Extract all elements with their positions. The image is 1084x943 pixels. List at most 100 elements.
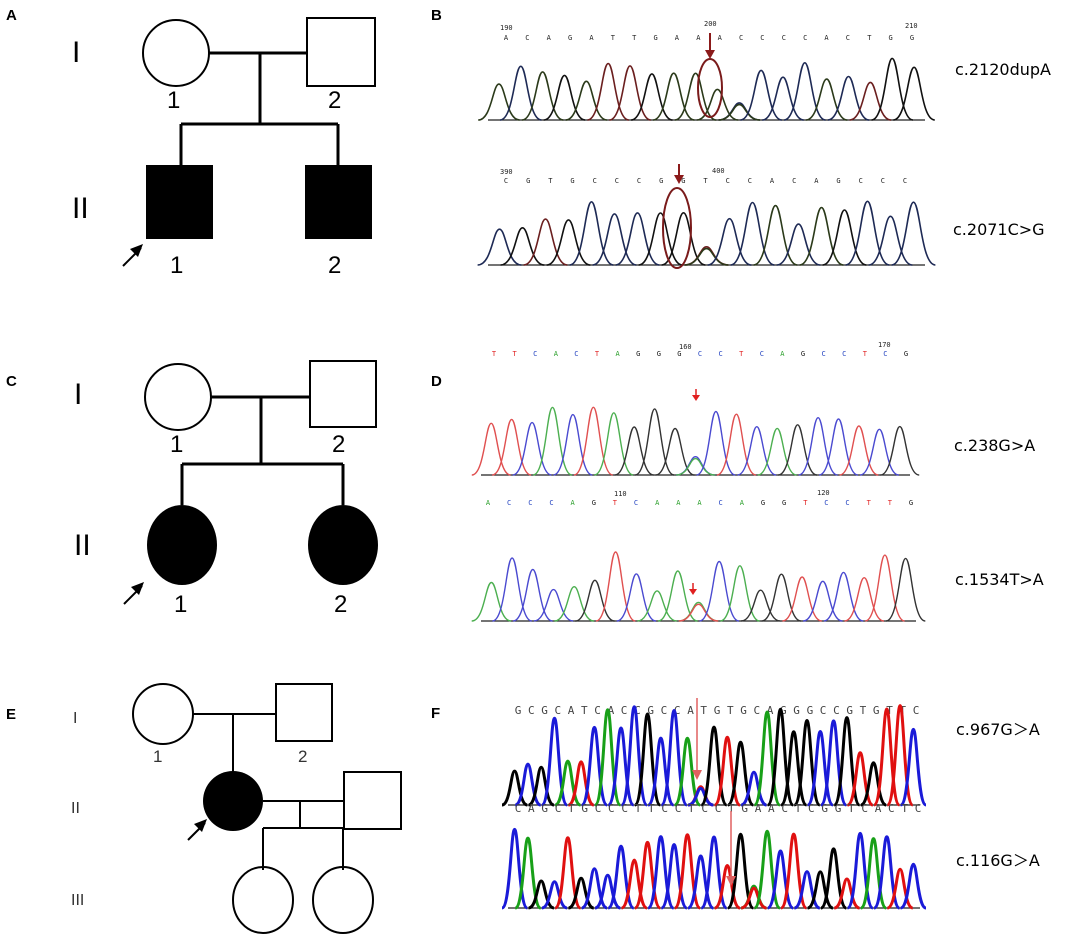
base-letter: A	[675, 34, 680, 42]
base-letter: T	[635, 802, 642, 815]
base-letter: A	[814, 177, 819, 185]
generation-label-ii: II	[72, 192, 89, 225]
base-letter: G	[741, 802, 748, 815]
base-letter: G	[835, 802, 842, 815]
base-letter: G	[740, 704, 747, 717]
base-letter: C	[595, 802, 602, 815]
base-letter: C	[608, 802, 615, 815]
base-letter: G	[636, 350, 640, 358]
base-letter: A	[696, 34, 701, 42]
base-letter: G	[526, 177, 530, 185]
individual-number: 1	[170, 431, 183, 458]
base-letter: C	[549, 499, 553, 507]
base-letter: T	[613, 499, 618, 507]
base-letter: A	[589, 34, 594, 42]
base-letter: A	[547, 34, 552, 42]
proband-arrow-icon	[187, 819, 207, 841]
base-position: 120	[817, 489, 830, 497]
base-letter: G	[910, 34, 914, 42]
base-letter: T	[867, 34, 872, 42]
panel-label-b: B	[431, 7, 442, 24]
base-letter: A	[486, 499, 491, 507]
base-letter: G	[801, 350, 805, 358]
base-letter: C	[718, 350, 722, 358]
individual-number: 1	[153, 747, 162, 766]
base-letter: C	[555, 802, 562, 815]
base-letter: A	[740, 499, 745, 507]
chromatogram-trace	[500, 827, 927, 910]
base-letter: T	[848, 802, 855, 815]
base-letter: A	[824, 34, 829, 42]
base-letter: A	[615, 350, 620, 358]
female-unaffected-iii1	[232, 866, 294, 934]
base-letter: A	[687, 704, 694, 717]
base-letter: T	[860, 704, 867, 717]
individual-number: 1	[174, 591, 187, 618]
base-letter: G	[888, 34, 892, 42]
base-letter: C	[782, 34, 786, 42]
base-letter: C	[903, 177, 907, 185]
panel-label-a: A	[6, 7, 17, 24]
base-letter: T	[595, 350, 600, 358]
base-letter: C	[760, 350, 764, 358]
base-letter: A	[608, 704, 615, 717]
base-letter: C	[792, 177, 796, 185]
base-letter: C	[528, 704, 535, 717]
male-affected-ii1	[146, 165, 213, 239]
variant-label: c.116G＞A	[956, 851, 1040, 870]
generation-label-i: I	[72, 36, 80, 69]
base-letter: G	[836, 177, 840, 185]
female-affected-ii2	[308, 505, 378, 585]
base-letter: C	[701, 802, 708, 815]
variant-arrow-icon	[674, 164, 684, 184]
base-letter: G	[782, 499, 786, 507]
male-affected-ii2	[305, 165, 372, 239]
chromatogram-trace	[471, 406, 920, 476]
base-letter: C	[515, 802, 522, 815]
base-letter: C	[726, 177, 730, 185]
generation-label-i: I	[74, 378, 82, 411]
variant-label: c.967G＞A	[956, 720, 1040, 739]
base-letter: C	[621, 704, 628, 717]
base-letter: C	[833, 704, 840, 717]
individual-number: 2	[334, 591, 347, 618]
panel-c: C I II 1 2 1 2	[6, 360, 378, 618]
female-affected-ii1	[147, 505, 217, 585]
base-letter: C	[615, 177, 619, 185]
base-letter: C	[504, 177, 508, 185]
base-letter: G	[653, 34, 657, 42]
panel-label-d: D	[431, 373, 442, 390]
female-unaffected-i1	[144, 363, 212, 431]
base-letter: G	[873, 704, 880, 717]
base-position: 400	[712, 167, 725, 175]
base-letter: A	[655, 499, 660, 507]
base-letter: C	[525, 34, 529, 42]
chromatogram-trace	[501, 704, 928, 807]
base-letter: C	[820, 704, 827, 717]
base-letter: T	[867, 499, 872, 507]
generation-label-ii: II	[74, 529, 91, 562]
base-letter: G	[515, 704, 522, 717]
base-letter: C	[883, 350, 887, 358]
panel-a: A I II 1 2 1 2	[6, 7, 376, 279]
panel-label-f: F	[431, 705, 440, 722]
base-letter: T	[739, 350, 744, 358]
base-letter: G	[761, 499, 765, 507]
base-letter: T	[728, 802, 735, 815]
male-unaffected-i2	[306, 17, 376, 87]
individual-number: 2	[328, 252, 341, 279]
base-letter: C	[881, 177, 885, 185]
female-unaffected-i1	[132, 683, 194, 745]
individual-number: 1	[170, 252, 183, 279]
base-letter: A	[568, 704, 575, 717]
base-letter: C	[803, 34, 807, 42]
proband-arrow-icon	[123, 582, 144, 605]
base-letter: C	[739, 34, 743, 42]
base-letter: C	[634, 499, 638, 507]
generation-label-ii: II	[71, 800, 80, 817]
